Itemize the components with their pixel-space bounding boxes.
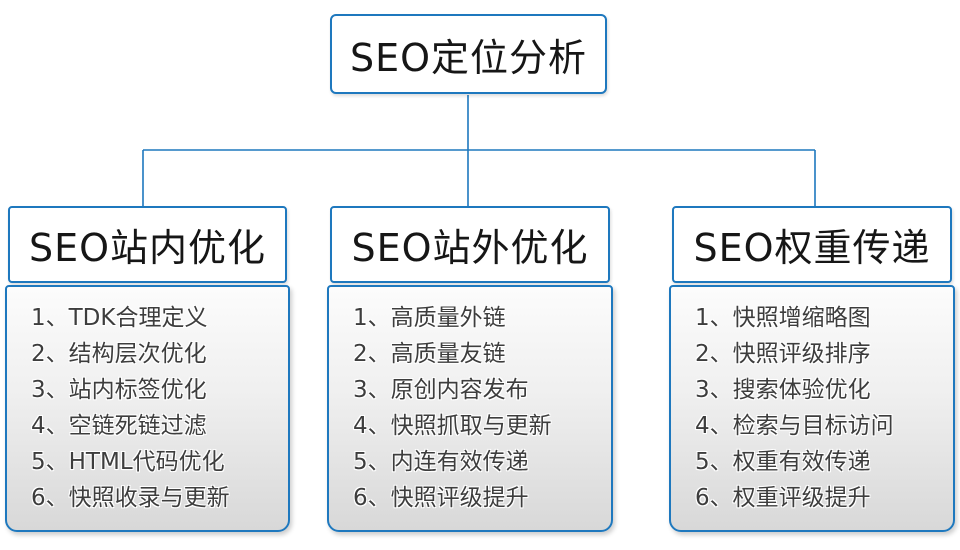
- list-item: 4、快照抓取与更新: [353, 413, 552, 439]
- column-onsite-body: 1、TDK合理定义 2、结构层次优化 3、站内标签优化 4、空链死链过滤 5、H…: [5, 285, 290, 532]
- column-onsite-title: SEO站内优化: [28, 226, 267, 270]
- column-offsite-header: SEO站外优化: [330, 206, 610, 283]
- list-item: 2、结构层次优化: [31, 341, 207, 367]
- list-item: 5、权重有效传递: [695, 449, 871, 475]
- column-weight-body: 1、快照增缩略图 2、快照评级排序 3、搜索体验优化 4、检索与目标访问 5、权…: [669, 285, 955, 532]
- list-item: 2、快照评级排序: [695, 341, 871, 367]
- list-item: 6、权重评级提升: [695, 485, 871, 511]
- list-item: 5、内连有效传递: [353, 449, 529, 475]
- list-item: 3、搜索体验优化: [695, 377, 871, 403]
- list-item: 1、快照增缩略图: [695, 305, 871, 331]
- list-item: 6、快照评级提升: [353, 485, 529, 511]
- list-item: 4、空链死链过滤: [31, 413, 207, 439]
- list-item: 3、站内标签优化: [31, 377, 207, 403]
- list-item: 2、高质量友链: [353, 341, 506, 367]
- column-weight-title: SEO权重传递: [693, 226, 931, 270]
- list-item: 5、HTML代码优化: [31, 449, 225, 475]
- list-item: 4、检索与目标访问: [695, 413, 894, 439]
- list-item: 1、TDK合理定义: [31, 305, 208, 331]
- root-title: SEO定位分析: [349, 35, 588, 80]
- list-item: 1、高质量外链: [353, 305, 506, 331]
- root-node: SEO定位分析: [330, 14, 607, 94]
- tree-connector-path: [142, 95, 816, 207]
- list-item: 6、快照收录与更新: [31, 485, 230, 511]
- column-offsite-body: 1、高质量外链 2、高质量友链 3、原创内容发布 4、快照抓取与更新 5、内连有…: [327, 285, 613, 532]
- column-offsite-title: SEO站外优化: [351, 226, 589, 270]
- column-weight-header: SEO权重传递: [672, 206, 952, 283]
- list-item: 3、原创内容发布: [353, 377, 529, 403]
- column-onsite-header: SEO站内优化: [8, 206, 287, 283]
